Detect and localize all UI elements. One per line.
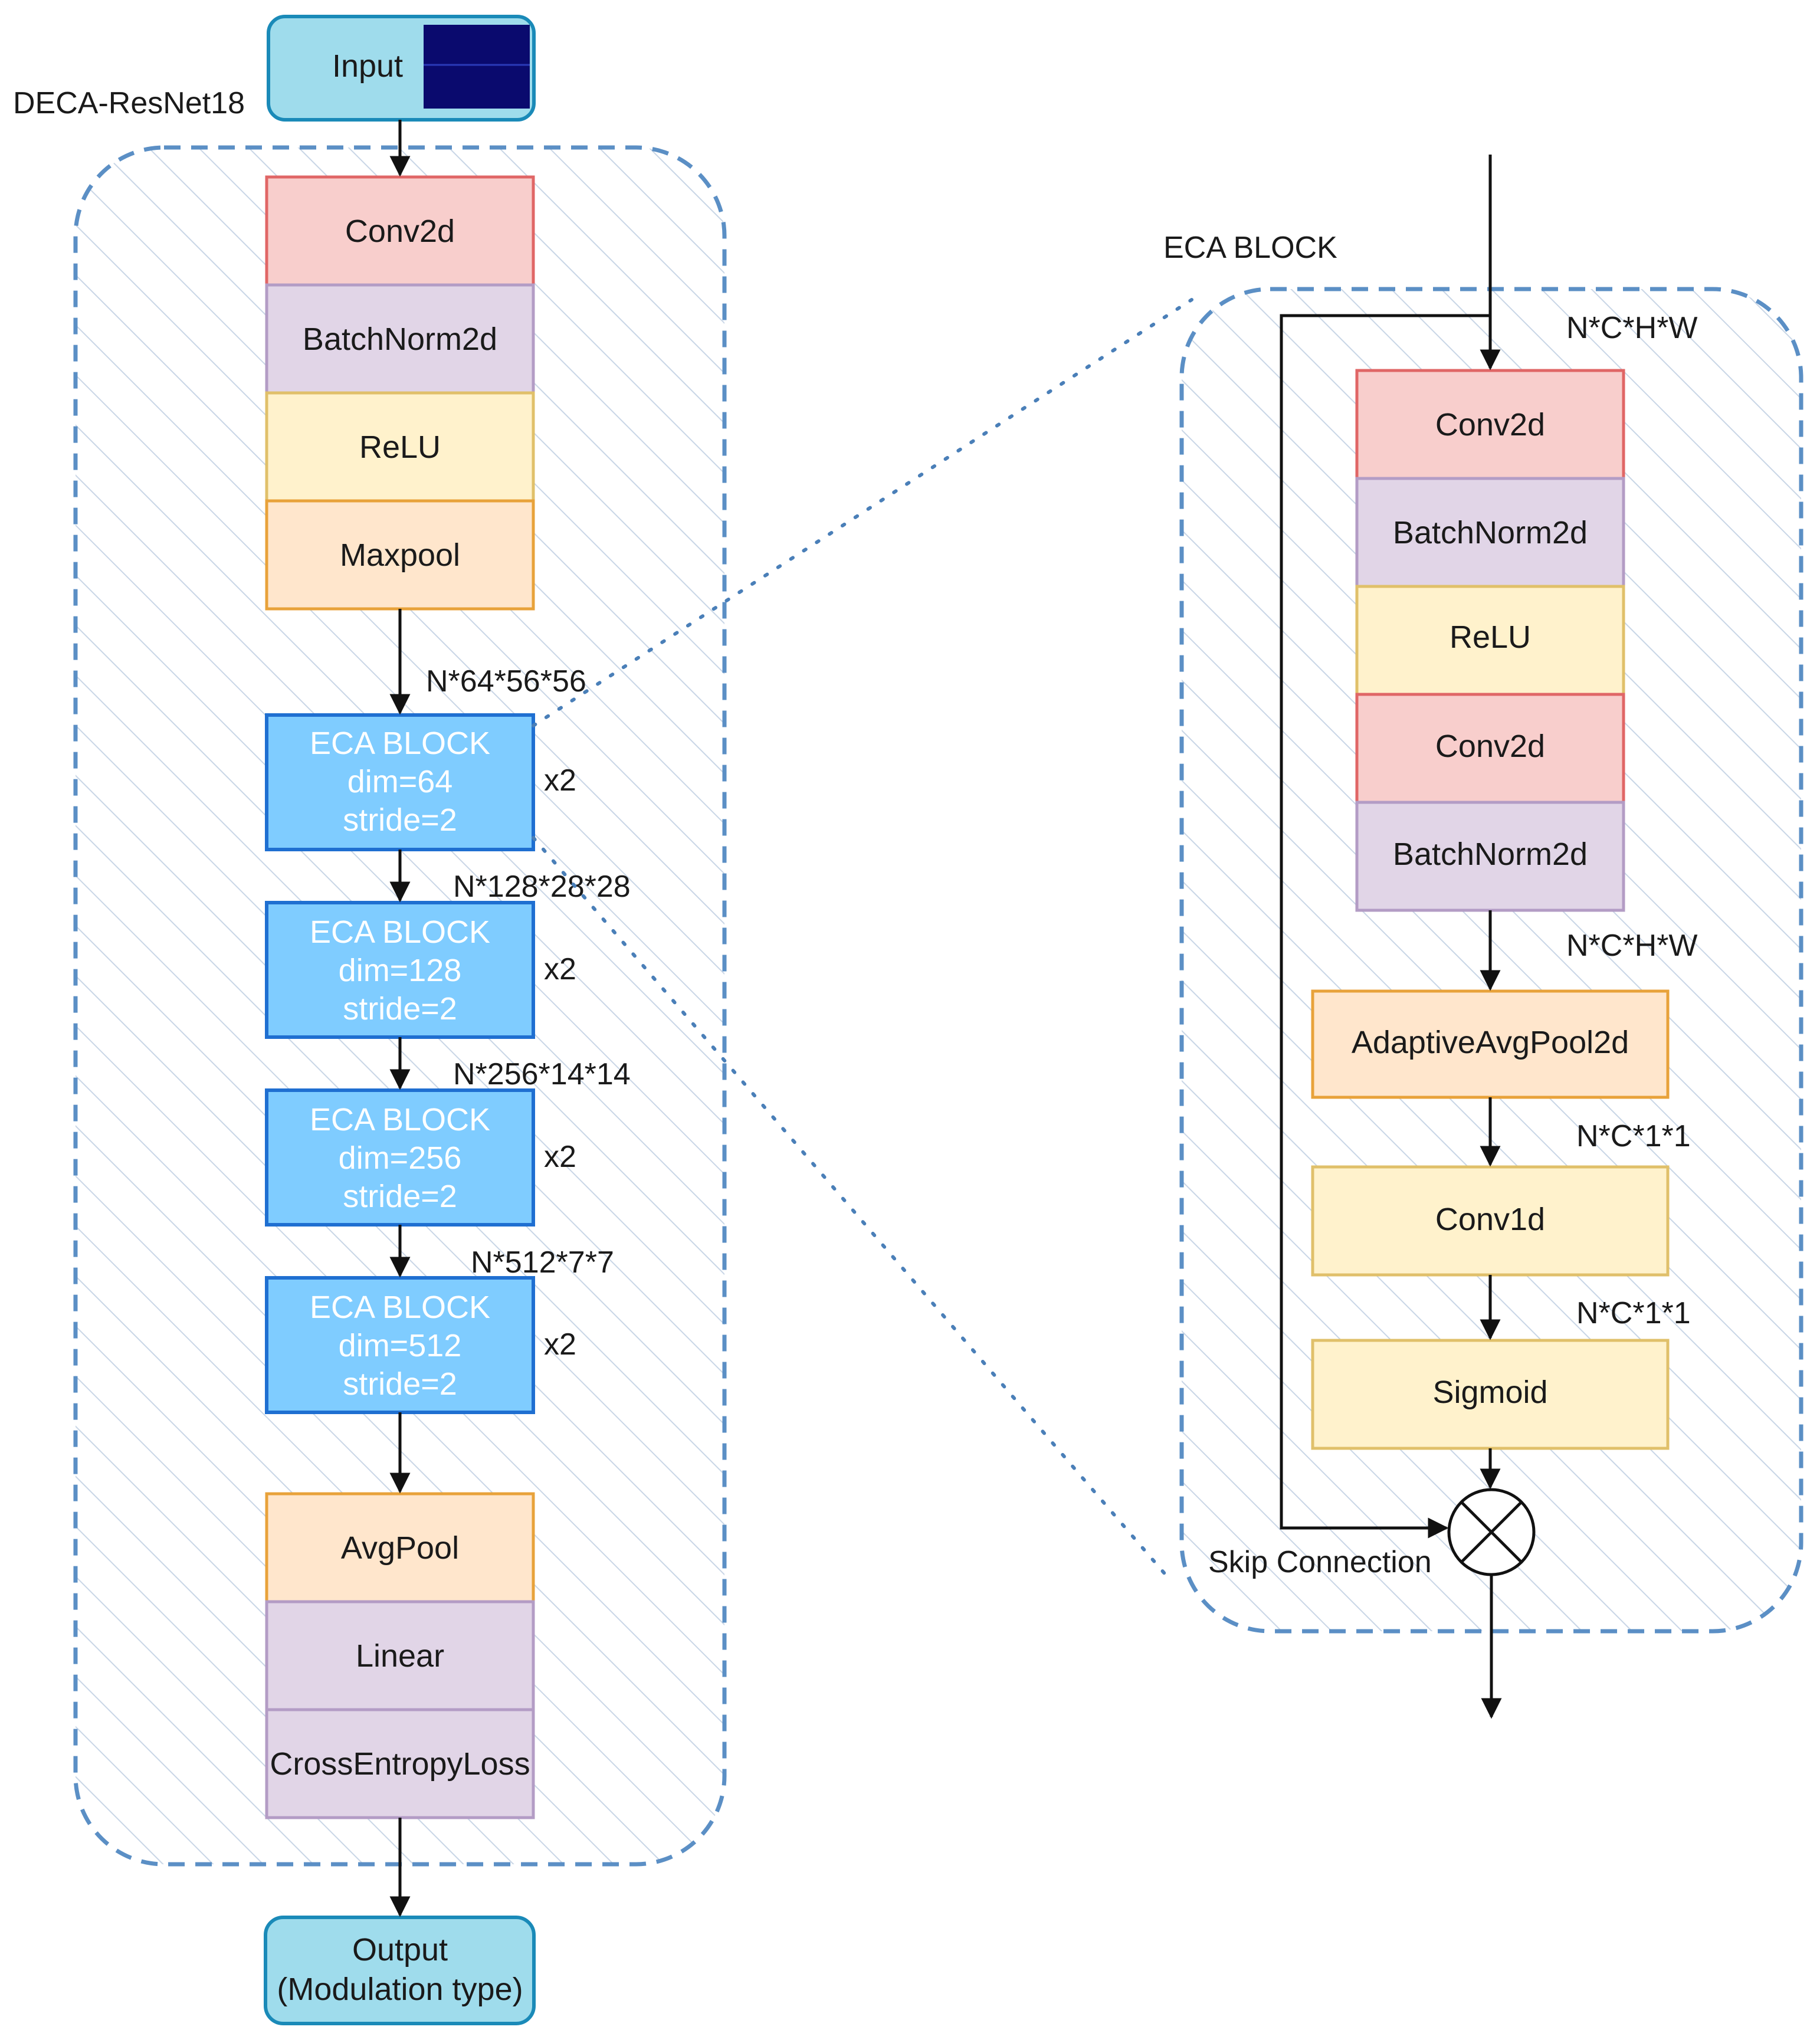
eca-4-repeat: x2 xyxy=(544,1327,576,1362)
output-label-line1: Output xyxy=(352,1932,448,1967)
multiply-icon xyxy=(1447,1488,1536,1576)
eca-conv1d-label: Conv1d xyxy=(1435,1202,1545,1237)
stem-batchnorm2d: BatchNorm2d xyxy=(303,322,497,357)
eca-layer-conv2d-1: Conv2d xyxy=(1435,407,1545,442)
eca-3-dim: dim=256 xyxy=(339,1140,462,1176)
eca-adaptive-pool: AdaptiveAvgPool2d xyxy=(1311,989,1670,1099)
eca-flow-arrows xyxy=(1280,155,1502,1719)
eca-1-dim: dim=64 xyxy=(347,764,453,799)
eca-layer-batchnorm2d-1: BatchNorm2d xyxy=(1393,515,1588,550)
stem-maxpool: Maxpool xyxy=(340,537,460,573)
shape-label-256: N*256*14*14 xyxy=(453,1057,631,1091)
eca-block-2: ECA BLOCK dim=128 stride=2 x2 xyxy=(265,901,576,1039)
eca-block-1: ECA BLOCK dim=64 stride=2 x2 xyxy=(265,713,576,851)
stem-relu: ReLU xyxy=(359,429,441,465)
eca-2-dim: dim=128 xyxy=(339,953,462,988)
head-crossentropyloss: CrossEntropyLoss xyxy=(270,1746,530,1782)
eca-sigmoid: Sigmoid xyxy=(1311,1339,1670,1450)
eca-sigmoid-label: Sigmoid xyxy=(1432,1375,1547,1410)
eca-shape-mid: N*C*H*W xyxy=(1566,929,1697,963)
eca-1-title: ECA BLOCK xyxy=(310,726,490,761)
eca-shape-conv1d: N*C*1*1 xyxy=(1576,1296,1691,1330)
shape-label-128: N*128*28*28 xyxy=(453,870,631,904)
eca-layer-stack: Conv2d BatchNorm2d ReLU Conv2d BatchNorm… xyxy=(1355,369,1625,912)
eca-4-title: ECA BLOCK xyxy=(310,1290,490,1325)
eca-4-dim: dim=512 xyxy=(339,1328,462,1363)
eca-2-repeat: x2 xyxy=(544,952,576,986)
eca-2-stride: stride=2 xyxy=(343,991,457,1027)
eca-block-3: ECA BLOCK dim=256 stride=2 x2 xyxy=(265,1088,576,1227)
eca-2-title: ECA BLOCK xyxy=(310,914,490,950)
eca-layer-conv2d-2: Conv2d xyxy=(1435,729,1545,764)
eca-1-repeat: x2 xyxy=(544,763,576,798)
eca-shape-pool: N*C*1*1 xyxy=(1576,1119,1691,1153)
eca-3-repeat: x2 xyxy=(544,1140,576,1174)
head-stack: AvgPool Linear CrossEntropyLoss xyxy=(265,1492,535,1819)
eca-4-stride: stride=2 xyxy=(343,1366,457,1402)
input-node: Input xyxy=(267,15,536,122)
skip-connection-label: Skip Connection xyxy=(1208,1545,1432,1579)
eca-1-stride: stride=2 xyxy=(343,802,457,838)
input-spectrogram-thumbnail xyxy=(424,25,530,109)
head-linear: Linear xyxy=(356,1638,444,1674)
head-avgpool: AvgPool xyxy=(341,1530,459,1566)
eca-pool-label: AdaptiveAvgPool2d xyxy=(1352,1025,1629,1060)
shape-label-512: N*512*7*7 xyxy=(471,1245,614,1280)
eca-3-title: ECA BLOCK xyxy=(310,1102,490,1137)
eca-conv1d: Conv1d xyxy=(1311,1165,1670,1277)
eca-detail-title: ECA BLOCK xyxy=(1163,231,1337,265)
output-label-line2: (Modulation type) xyxy=(277,1972,523,2007)
eca-shape-top: N*C*H*W xyxy=(1566,311,1697,345)
stem-stack: Conv2d BatchNorm2d ReLU Maxpool xyxy=(265,175,535,611)
zoom-connector-lines xyxy=(532,298,1193,1583)
output-node: Output (Modulation type) xyxy=(264,1916,536,2025)
input-label: Input xyxy=(332,48,403,84)
network-title: DECA-ResNet18 xyxy=(13,86,245,120)
eca-block-4: ECA BLOCK dim=512 stride=2 x2 xyxy=(265,1276,576,1414)
eca-layer-relu: ReLU xyxy=(1450,619,1531,655)
shape-label-64: N*64*56*56 xyxy=(426,664,586,699)
eca-3-stride: stride=2 xyxy=(343,1179,457,1214)
eca-layer-batchnorm2d-2: BatchNorm2d xyxy=(1393,837,1588,872)
stem-conv2d: Conv2d xyxy=(345,214,455,249)
